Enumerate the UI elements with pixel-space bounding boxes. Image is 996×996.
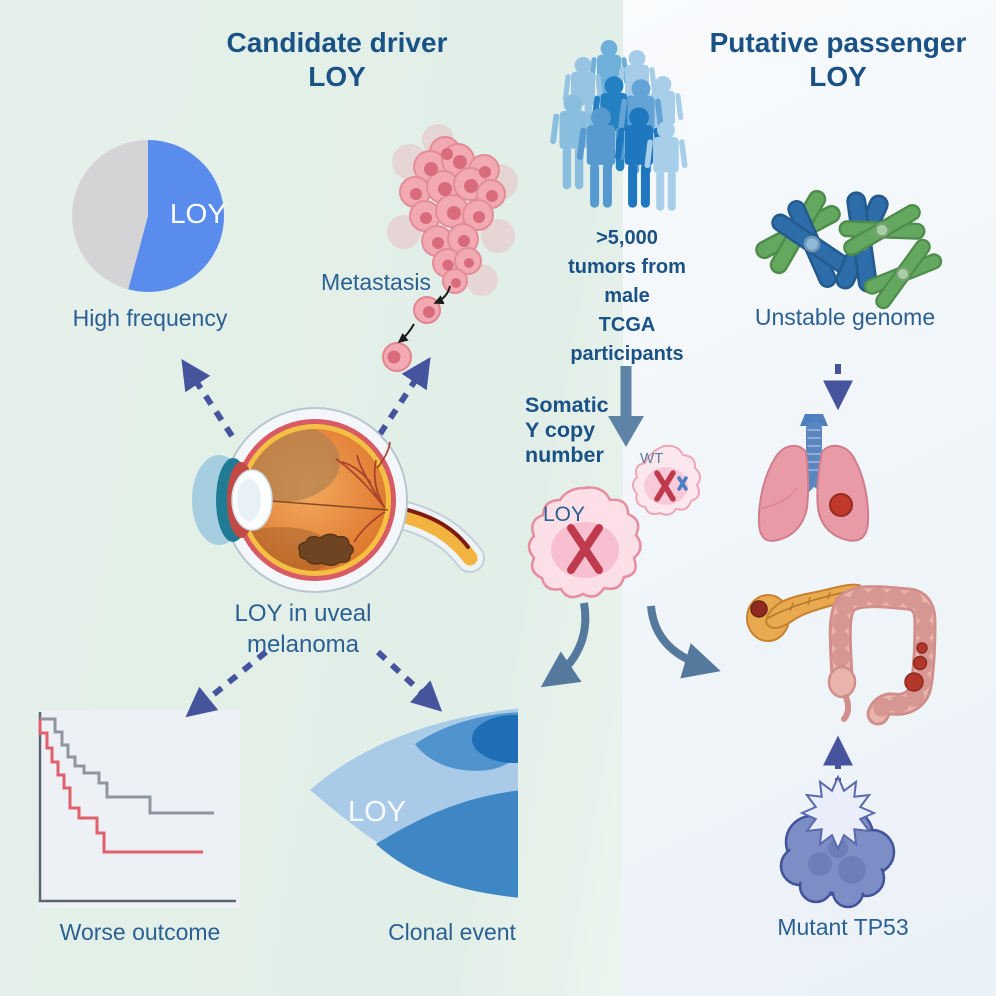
x-chromosome-icon — [567, 524, 603, 574]
lung-tumor — [829, 493, 853, 517]
lungs-illustration — [757, 414, 870, 542]
left-panel-title: Candidate driver LOY — [226, 27, 448, 92]
pie-chart — [72, 140, 225, 292]
chromosomes-illustration — [749, 183, 948, 315]
tp53-caption: Mutant TP53 — [777, 914, 909, 940]
analysis-text: Somatic Y copy number — [525, 393, 609, 467]
metastasis-illustration — [382, 124, 518, 372]
fishplot-clone-label: LOY — [347, 796, 407, 828]
detaching-cells — [382, 296, 441, 372]
x-chromosome-icon — [654, 470, 676, 502]
mutation-starburst-icon — [799, 774, 877, 852]
retinal-vessels — [335, 441, 391, 543]
y-chromosome-icon — [677, 476, 688, 491]
shedding-arrows — [397, 285, 451, 343]
arrow-to-survival — [185, 649, 268, 718]
colon-illustration — [827, 585, 937, 726]
cohort-text: >5,000 tumors from male TCGA participant… — [568, 227, 686, 365]
loy-cell-label: LOY — [543, 503, 586, 526]
arrow-to-pie — [181, 358, 235, 438]
pie-slice-label: LOY — [169, 198, 227, 229]
right-panel-title: Putative passenger LOY — [709, 27, 967, 92]
loy-cell — [527, 486, 642, 599]
melanoma-tumor — [298, 533, 354, 566]
metastasis-caption: Metastasis — [321, 269, 431, 295]
fishplot-caption: Clonal event — [388, 919, 516, 945]
arrow-to-metastasis — [377, 356, 431, 436]
wt-cell-label: WT — [640, 450, 664, 467]
survival-caption: Worse outcome — [59, 919, 221, 945]
arrow-cell-to-fishplot — [540, 602, 590, 688]
eye-caption: LOY in uveal melanoma — [234, 600, 372, 658]
solid-arrows — [540, 366, 721, 688]
fishplot-illustration — [310, 708, 518, 898]
eye-illustration — [192, 407, 485, 593]
tp53-tumor-illustration — [779, 774, 896, 909]
colon-polyps — [904, 642, 928, 692]
wt-cell — [632, 444, 701, 516]
arrow-to-fishplot — [375, 649, 443, 712]
pancreas-tumor — [750, 600, 768, 618]
genome-caption: Unstable genome — [754, 304, 936, 330]
survival-plot — [38, 710, 240, 908]
arrow-cell-to-organs — [647, 605, 721, 679]
pie-caption: High frequency — [72, 305, 228, 331]
